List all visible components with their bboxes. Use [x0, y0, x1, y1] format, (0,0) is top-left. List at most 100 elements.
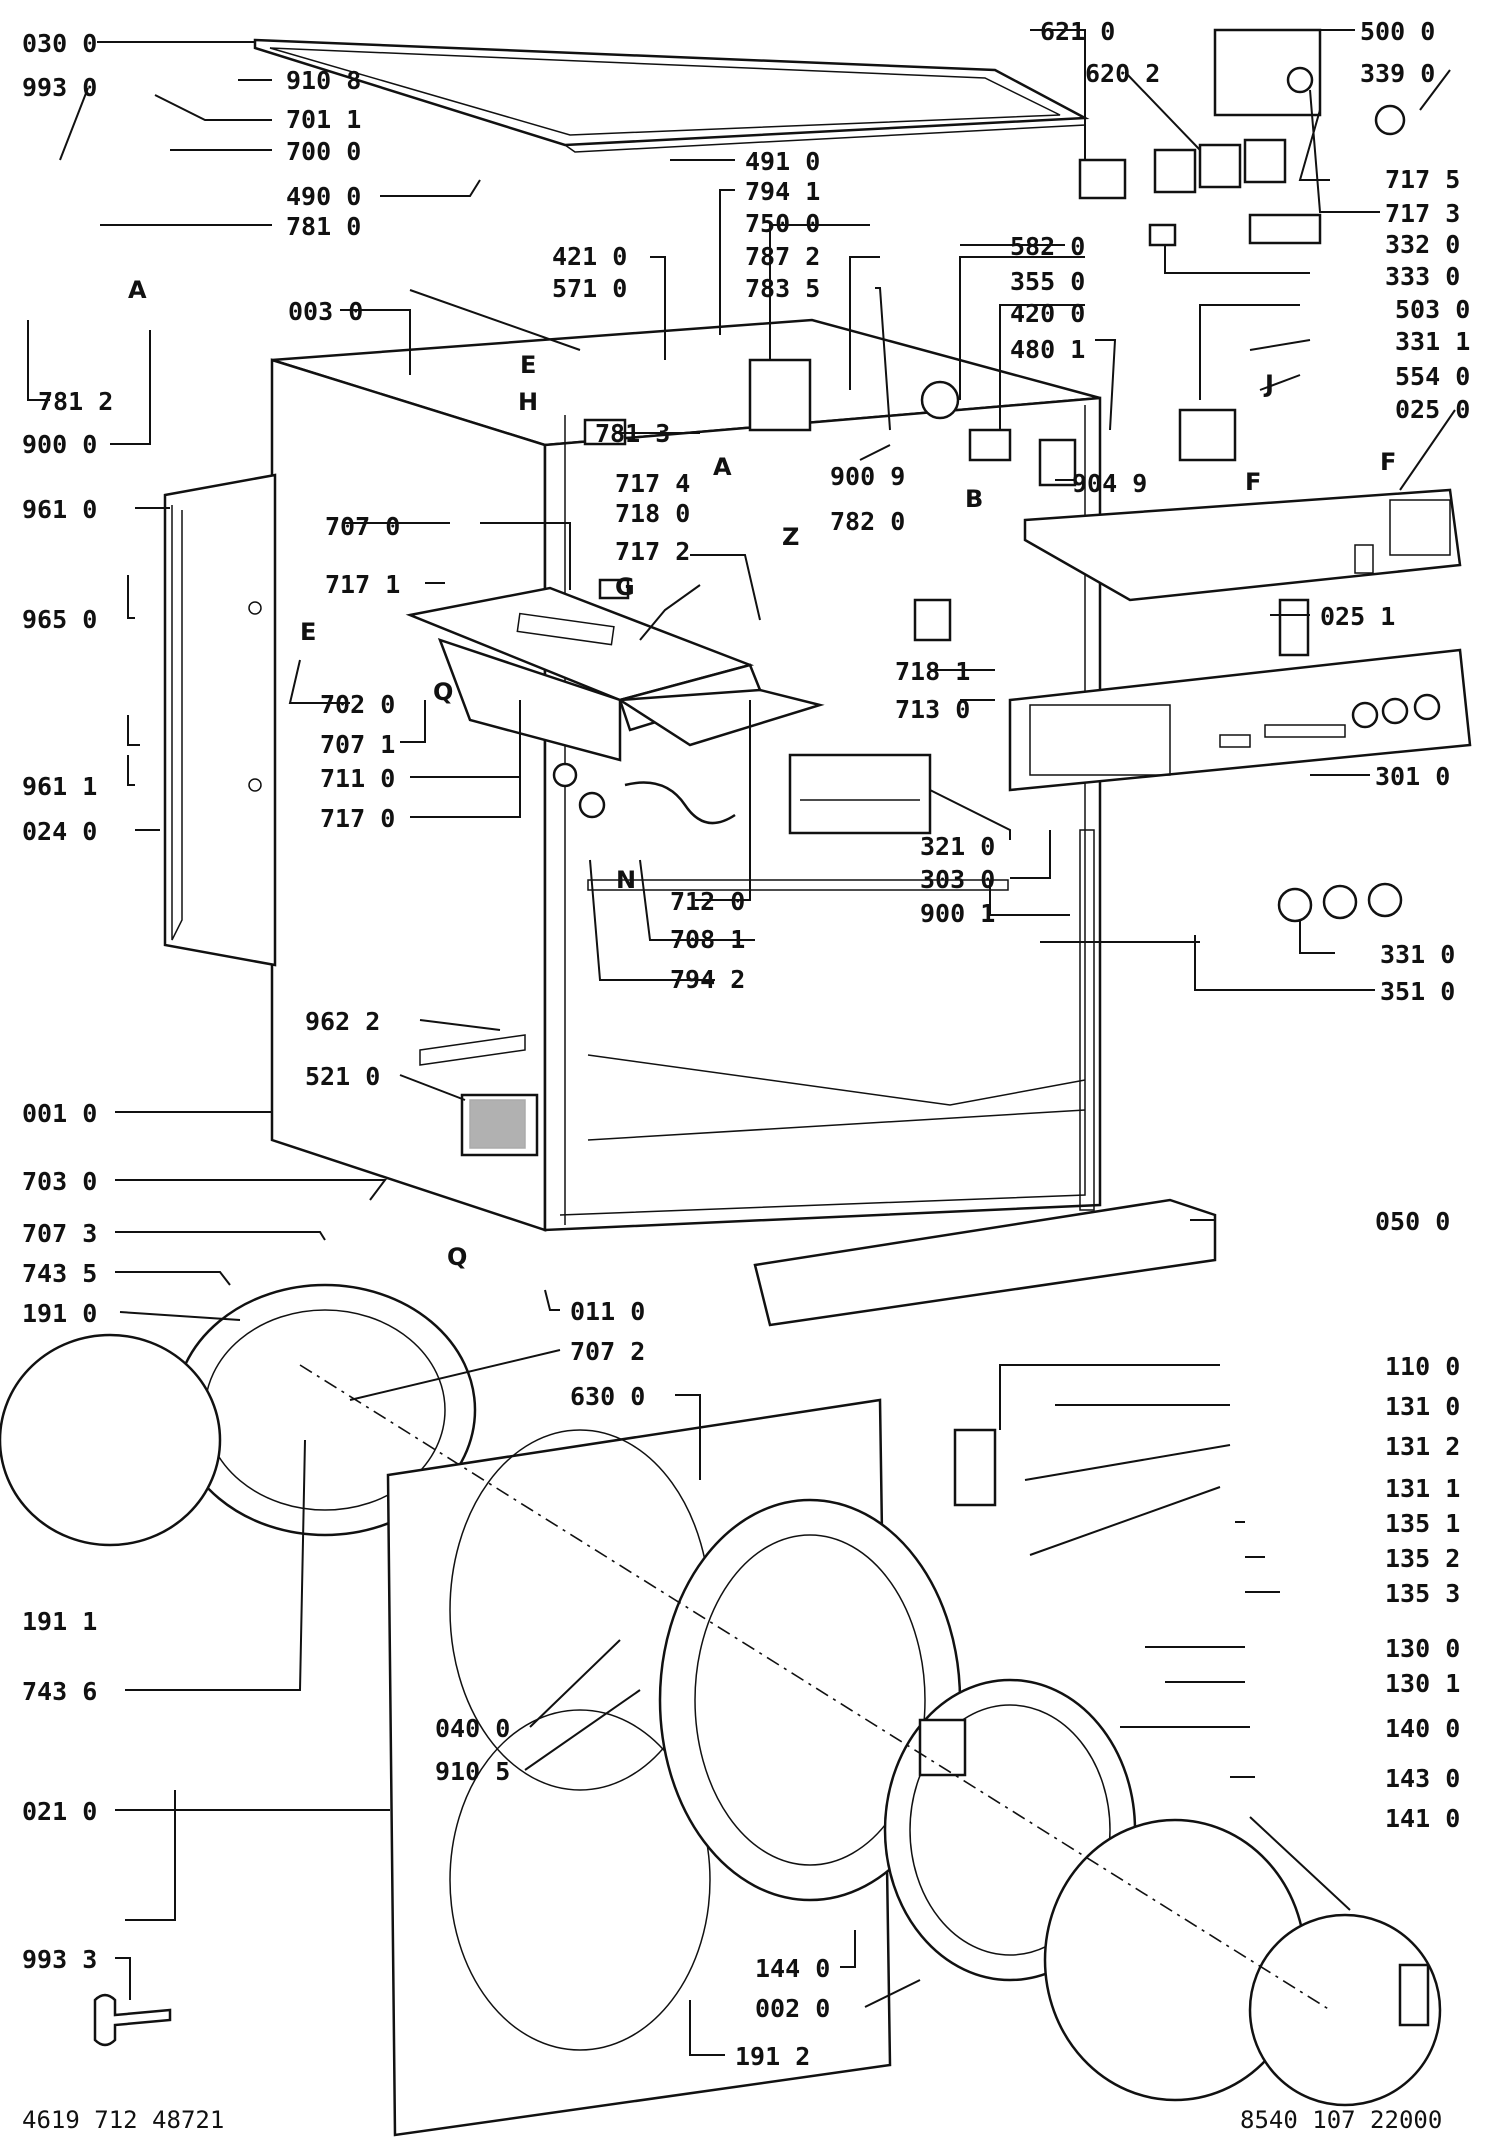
- connector-letter: E: [520, 351, 536, 379]
- connector-letter: G: [615, 573, 635, 601]
- side-panel: [163, 473, 277, 967]
- part-label: 781 3: [595, 419, 670, 448]
- connector-letter: Q: [447, 1243, 467, 1271]
- part-label: 702 0: [320, 690, 395, 719]
- part-label: 787 2: [745, 242, 820, 271]
- part-drawings: [0, 28, 1472, 2137]
- part-label: 030 0: [22, 29, 97, 58]
- part-label: 910 5: [435, 1757, 510, 1786]
- part-label: 900 1: [920, 899, 995, 928]
- part-label: 355 0: [1010, 267, 1085, 296]
- part-label: 021 0: [22, 1797, 97, 1826]
- part-label: 303 0: [920, 865, 995, 894]
- part-label: 480 1: [1010, 335, 1085, 364]
- connector-letter: E: [300, 618, 316, 646]
- part-label: 781 0: [286, 212, 361, 241]
- part-label: 707 0: [325, 512, 400, 541]
- part-label: 002 0: [755, 1994, 830, 2023]
- part-label: 130 1: [1385, 1669, 1460, 1698]
- detergent-dispenser: [405, 586, 932, 835]
- part-label: 794 2: [670, 965, 745, 994]
- part-label: 140 0: [1385, 1714, 1460, 1743]
- part-label: 131 2: [1385, 1432, 1460, 1461]
- part-label: 025 0: [1395, 395, 1470, 424]
- part-label: 630 0: [570, 1382, 645, 1411]
- part-label: 110 0: [1385, 1352, 1460, 1381]
- part-label: 301 0: [1375, 762, 1450, 791]
- part-label: 717 5: [1385, 165, 1460, 194]
- connector-letter: H: [518, 388, 538, 416]
- part-label: 191 2: [735, 2042, 810, 2071]
- part-label: 701 1: [286, 105, 361, 134]
- part-label: 707 2: [570, 1337, 645, 1366]
- part-label: 144 0: [755, 1954, 830, 1983]
- part-label: 050 0: [1375, 1207, 1450, 1236]
- connector-letter: F: [1245, 468, 1261, 496]
- part-label: 717 3: [1385, 199, 1460, 228]
- part-label: 783 5: [745, 274, 820, 303]
- part-label: 011 0: [570, 1297, 645, 1326]
- kick-plate: [753, 1198, 1217, 1327]
- part-label: 794 1: [745, 177, 820, 206]
- part-label: 962 2: [305, 1007, 380, 1036]
- part-label: 421 0: [552, 242, 627, 271]
- part-label: 621 0: [1040, 17, 1115, 46]
- part-label: 420 0: [1010, 299, 1085, 328]
- part-label: 703 0: [22, 1167, 97, 1196]
- door-window: [1248, 1913, 1442, 2107]
- part-label: 001 0: [22, 1099, 97, 1128]
- part-label: 993 3: [22, 1945, 97, 1974]
- part-label: 965 0: [22, 605, 97, 634]
- part-label: 712 0: [670, 887, 745, 916]
- part-label: 131 1: [1385, 1474, 1460, 1503]
- connector-letter: J: [1263, 370, 1274, 398]
- part-label: 491 0: [745, 147, 820, 176]
- part-label: 321 0: [920, 832, 995, 861]
- part-label: 750 0: [745, 209, 820, 238]
- part-label: 003 0: [288, 297, 363, 326]
- control-panel: [1008, 648, 1472, 792]
- part-label: 333 0: [1385, 262, 1460, 291]
- part-label: 782 0: [830, 507, 905, 536]
- leader-lines: [27, 29, 1456, 2056]
- part-label: 571 0: [552, 274, 627, 303]
- connector-letter: N: [616, 866, 636, 894]
- part-label: 717 1: [325, 570, 400, 599]
- part-label: 582 0: [1010, 232, 1085, 261]
- part-label: 904 9: [1072, 469, 1147, 498]
- part-label: 993 0: [22, 73, 97, 102]
- part-label: 521 0: [305, 1062, 380, 1091]
- part-label: 700 0: [286, 137, 361, 166]
- pump-box: [460, 1093, 539, 1157]
- part-label: 143 0: [1385, 1764, 1460, 1793]
- part-label: 040 0: [435, 1714, 510, 1743]
- part-label: 713 0: [895, 695, 970, 724]
- connector-letter: A: [713, 453, 732, 481]
- part-label: 135 1: [1385, 1509, 1460, 1538]
- drawing-number-left: 4619 712 48721: [22, 2106, 224, 2134]
- part-label: 743 6: [22, 1677, 97, 1706]
- part-label: 339 0: [1360, 59, 1435, 88]
- part-label: 490 0: [286, 182, 361, 211]
- part-label: 331 1: [1395, 327, 1470, 356]
- part-label: 711 0: [320, 764, 395, 793]
- part-label: 743 5: [22, 1259, 97, 1288]
- part-labels: 030 0 993 0 910 8 701 1 700 0 490 0 781 …: [22, 17, 1470, 2071]
- part-label: 141 0: [1385, 1804, 1460, 1833]
- part-label: 718 0: [615, 499, 690, 528]
- connection-letters: A A E H Z B J F F G E Q N Q: [128, 276, 1396, 1271]
- part-label: 025 1: [1320, 602, 1395, 631]
- part-label: 717 2: [615, 537, 690, 566]
- part-label: 717 0: [320, 804, 395, 833]
- part-label: 961 1: [22, 772, 97, 801]
- part-label: 131 0: [1385, 1392, 1460, 1421]
- part-label: 191 1: [22, 1607, 97, 1636]
- part-label: 500 0: [1360, 17, 1435, 46]
- part-label: 910 8: [286, 66, 361, 95]
- connector-letter: Q: [433, 678, 453, 706]
- part-label: 554 0: [1395, 362, 1470, 391]
- part-label: 024 0: [22, 817, 97, 846]
- connector-letter: B: [965, 485, 983, 513]
- rear-control-bracket: [1023, 488, 1462, 602]
- part-label: 191 0: [22, 1299, 97, 1328]
